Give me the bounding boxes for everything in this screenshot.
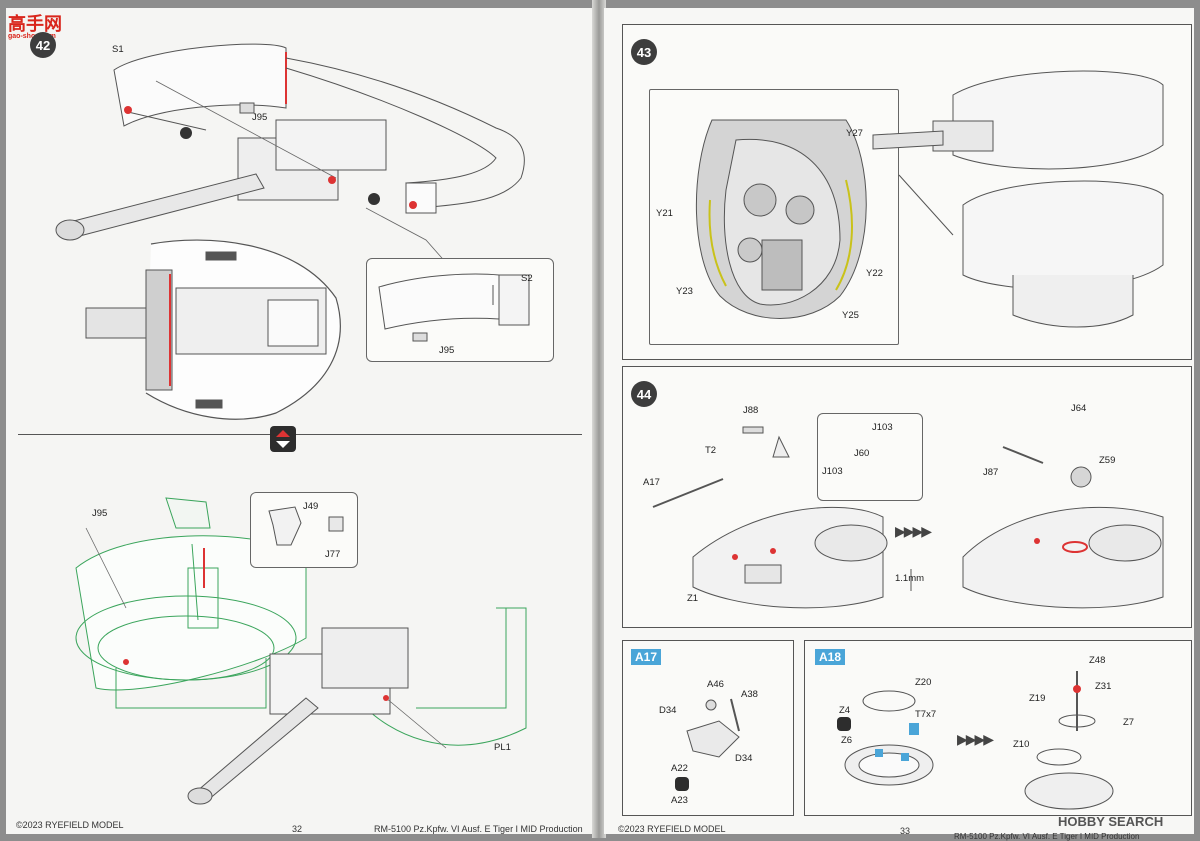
watermark-brand: 高手网 xyxy=(8,14,62,34)
label-t2: T2 xyxy=(705,445,717,456)
step-43-panel: 43 Y27 Y21 Y22 Y2 xyxy=(622,24,1192,360)
label-a22: A22 xyxy=(671,763,688,774)
label-s2: S2 xyxy=(521,273,533,284)
right-footer-kit: RM-5100 Pz.Kpfw. VI Ausf. E Tiger I MID … xyxy=(954,832,1140,841)
tag-a17: A17 xyxy=(631,649,662,665)
label-j77: J77 xyxy=(325,549,341,560)
label-y25: Y25 xyxy=(842,310,859,321)
turret-ring-green-drawing xyxy=(75,497,527,805)
label-z20: Z20 xyxy=(915,677,932,688)
detail-callout-j49: J49 J77 xyxy=(250,492,358,568)
book-gutter xyxy=(592,0,606,838)
label-y27: Y27 xyxy=(846,128,863,139)
step-arrow: ▶▶▶▶ xyxy=(895,523,932,539)
label-j64: J64 xyxy=(1071,403,1087,414)
turret-interior-drawing xyxy=(695,119,867,319)
detail-callout-s2: S2 J95 xyxy=(366,258,554,362)
label-z10: Z10 xyxy=(1013,739,1030,750)
label-y21: Y21 xyxy=(656,208,673,219)
label-j95-top: J95 xyxy=(252,112,268,123)
label-z19: Z19 xyxy=(1029,693,1046,704)
turret-roof-drawing-44 xyxy=(652,426,1164,609)
hobby-search-logo: HOBBY SEARCH xyxy=(1058,814,1163,829)
label-d34-a: D34 xyxy=(659,705,677,716)
label-z31: Z31 xyxy=(1095,681,1112,692)
step-number-44: 44 xyxy=(631,381,657,407)
step-number-43: 43 xyxy=(631,39,657,65)
step-divider-panel xyxy=(18,434,582,826)
label-z7: Z7 xyxy=(1123,717,1135,728)
right-page: 43 Y27 Y21 Y22 Y2 xyxy=(604,8,1194,841)
left-footer-copyright: ©2023 RYEFIELD MODEL xyxy=(16,820,124,830)
label-j49: J49 xyxy=(303,501,319,512)
detail-callout-j103: J103 J60 J103 xyxy=(817,413,923,501)
flip-icon-a17 xyxy=(675,777,689,791)
label-j88: J88 xyxy=(743,405,759,416)
left-footer-kit: RM-5100 Pz.Kpfw. VI Ausf. E Tiger I MID … xyxy=(374,824,583,834)
label-a38: A38 xyxy=(741,689,758,700)
label-j103-a: J103 xyxy=(872,422,893,433)
turret-interior-callout: Y27 Y21 Y22 Y23 Y25 xyxy=(649,89,899,345)
hobby-search-text: HOBBY SEARCH xyxy=(1058,814,1164,829)
sub-a17-panel: A17 A46 A38 D34 D34 A22 A23 xyxy=(622,640,794,816)
label-z6: Z6 xyxy=(841,735,853,746)
turret-front-drawing xyxy=(55,43,525,420)
detail-s2-drawing xyxy=(378,273,530,342)
label-a46: A46 xyxy=(707,679,724,690)
label-t7x7: T7x7 xyxy=(915,709,937,720)
label-z4: Z4 xyxy=(839,705,851,716)
label-z48: Z48 xyxy=(1089,655,1106,666)
flip-icon-a18 xyxy=(837,717,851,731)
label-y22: Y22 xyxy=(866,268,883,279)
label-z59: Z59 xyxy=(1099,455,1116,466)
left-page: 高手网 gao-shou.com 42 xyxy=(6,8,594,834)
label-dim: 1.1mm xyxy=(895,573,925,584)
label-pl1: PL1 xyxy=(494,742,511,753)
label-s1: S1 xyxy=(112,44,124,55)
sub-a18-drawing xyxy=(844,671,1114,810)
step-number-42: 42 xyxy=(30,32,56,58)
sub-a18-arrow: ▶▶▶▶ xyxy=(957,731,994,747)
label-j60: J60 xyxy=(854,448,870,459)
turret-assembly-drawing-43 xyxy=(872,70,1164,328)
detail-j49-drawing xyxy=(268,506,344,546)
step-44-panel: 44 xyxy=(622,366,1192,628)
label-j95-lower: J95 xyxy=(92,508,108,519)
label-j95-detail: J95 xyxy=(439,345,455,356)
right-footer-copyright: ©2023 RYEFIELD MODEL xyxy=(618,824,726,834)
label-j103-b: J103 xyxy=(822,466,843,477)
sub-a17-drawing xyxy=(686,698,740,758)
left-footer-page-number: 32 xyxy=(292,824,303,834)
label-a17: A17 xyxy=(643,477,660,488)
right-footer-page-number: 33 xyxy=(900,826,911,836)
label-z1: Z1 xyxy=(687,593,699,604)
label-y23: Y23 xyxy=(676,286,693,297)
label-j87: J87 xyxy=(983,467,999,478)
tag-a18: A18 xyxy=(815,649,846,665)
flip-arrows xyxy=(276,430,290,448)
sub-a18-panel: A18 ▶▶▶▶ Z20 Z4 xyxy=(804,640,1192,816)
flip-model-icon xyxy=(270,426,296,452)
label-a23: A23 xyxy=(671,795,688,806)
label-d34-b: D34 xyxy=(735,753,753,764)
